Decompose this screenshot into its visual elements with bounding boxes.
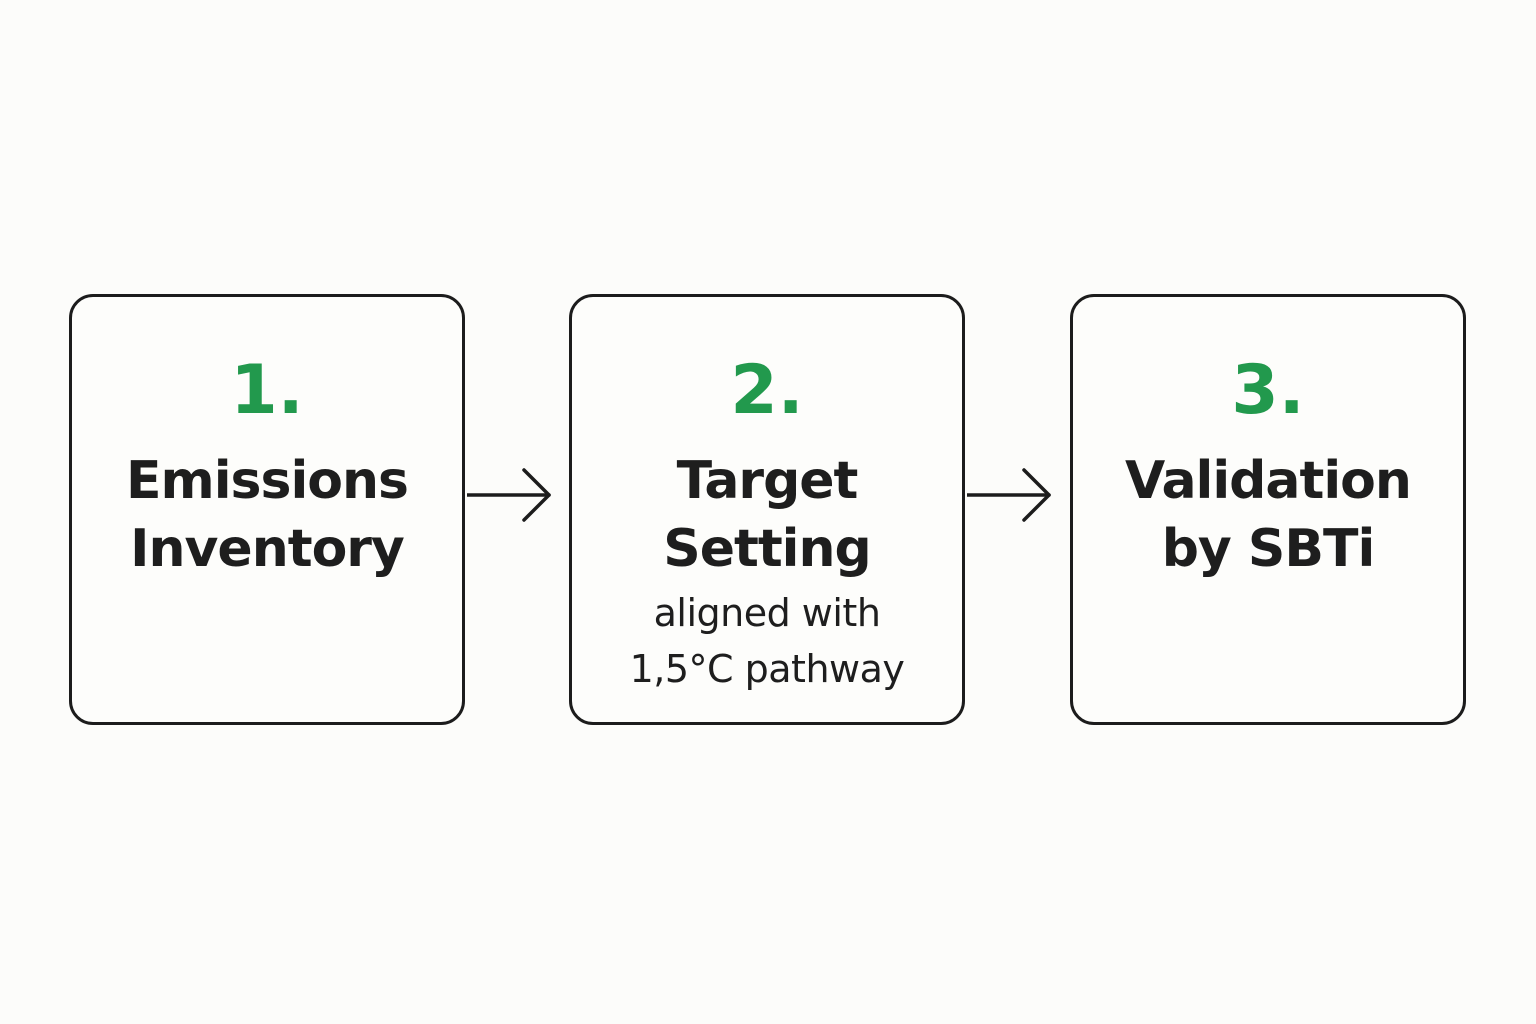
step-title: Validation by SBTi — [1073, 447, 1463, 583]
step-subtitle-line: 1,5°C pathway — [629, 647, 905, 691]
step-number: 1. — [230, 351, 304, 430]
step-title-line: Emissions — [126, 451, 409, 511]
step-title-line: Validation — [1125, 451, 1412, 511]
step-subtitle-line: aligned with — [653, 591, 881, 635]
step-title-line: Inventory — [130, 519, 405, 579]
step-title-line: by SBTi — [1161, 519, 1376, 579]
step-title-line: Setting — [663, 519, 872, 579]
step-box-target-setting: 2. Target Setting aligned with 1,5°C pat… — [569, 294, 965, 725]
step-subtitle: aligned with 1,5°C pathway — [572, 585, 962, 697]
step-box-validation: 3. Validation by SBTi — [1070, 294, 1466, 725]
arrow-right-icon — [467, 468, 551, 522]
arrow-right-icon — [967, 468, 1051, 522]
step-title: Emissions Inventory — [72, 447, 462, 583]
step-number: 3. — [1231, 351, 1305, 430]
step-title-line: Target — [676, 451, 859, 511]
step-box-emissions-inventory: 1. Emissions Inventory — [69, 294, 465, 725]
step-title: Target Setting — [572, 447, 962, 583]
step-number: 2. — [730, 351, 804, 430]
